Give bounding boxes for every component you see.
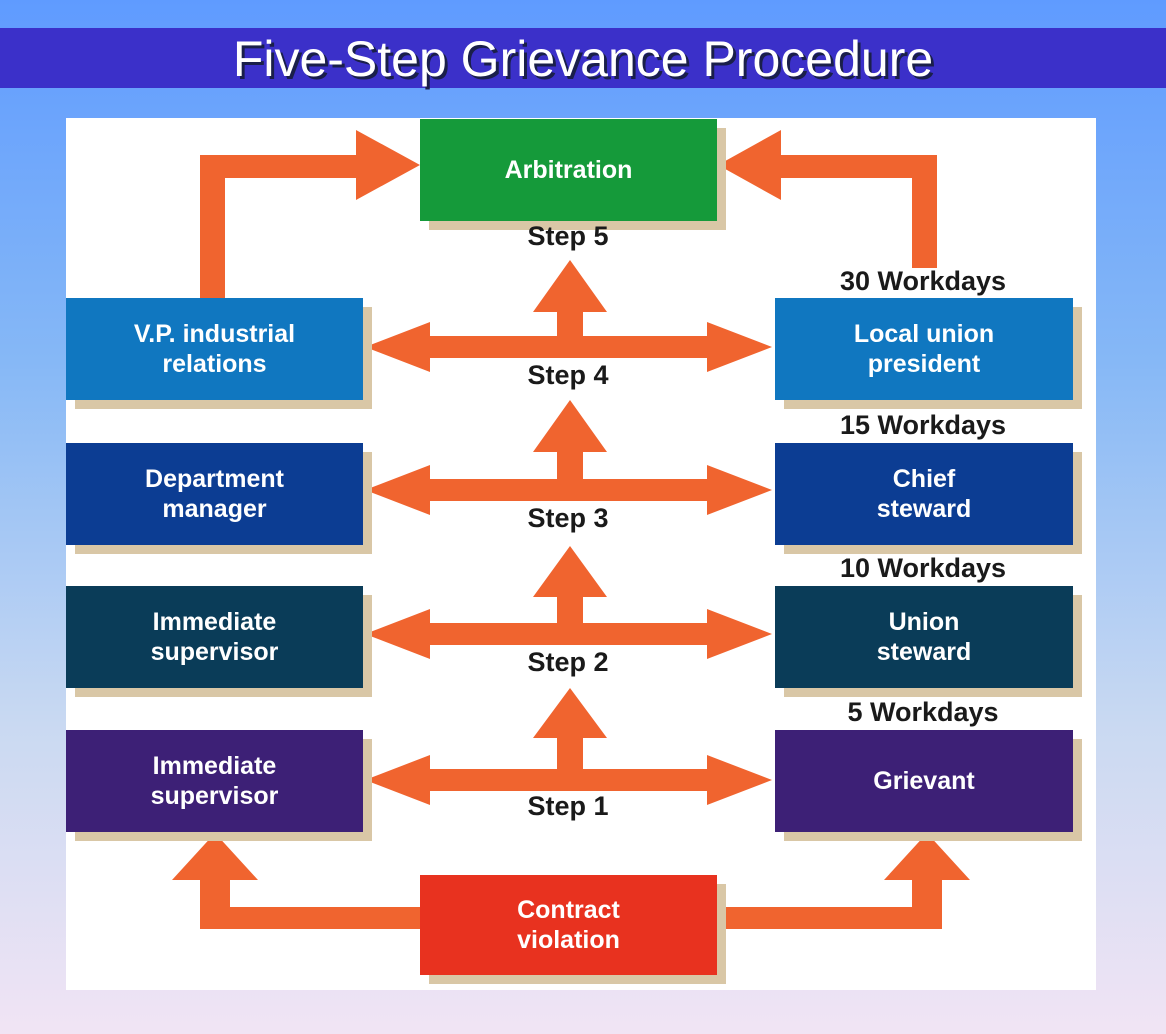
step1-double-arrow — [365, 755, 772, 805]
arbitration-box: Arbitration — [420, 119, 717, 221]
contract-violation-box: Contract violation — [420, 875, 717, 975]
contract-to-grievant-arrow — [718, 833, 970, 929]
workdays-15-label: 15 Workdays — [839, 410, 1007, 440]
union-steward-box: Union steward — [775, 586, 1073, 688]
president-to-arbitration-arrow — [718, 130, 937, 268]
up-arrow-step2-to-step3 — [533, 546, 607, 623]
department-manager-box: Department manager — [66, 443, 363, 545]
immediate-supervisor-step1-box: Immediate supervisor — [66, 730, 363, 832]
step2-double-arrow — [365, 609, 772, 659]
up-arrow-step4-to-step5 — [533, 260, 607, 336]
step-3-label: Step 3 — [527, 503, 609, 533]
workdays-10-label: 10 Workdays — [839, 553, 1007, 583]
chief-steward-box: Chief steward — [775, 443, 1073, 545]
page-title: Five-Step Grievance Procedure — [232, 31, 934, 87]
step3-double-arrow — [365, 465, 772, 515]
step-2-label: Step 2 — [527, 647, 609, 677]
step-5-label: Step 5 — [527, 221, 609, 251]
immediate-supervisor-step2-box: Immediate supervisor — [66, 586, 363, 688]
vp-to-arbitration-arrow — [200, 130, 420, 298]
grievant-box: Grievant — [775, 730, 1073, 832]
step-4-label: Step 4 — [527, 360, 609, 390]
workdays-30-label: 30 Workdays — [839, 266, 1007, 296]
title-band — [0, 28, 1166, 88]
up-arrow-step1-to-step2 — [533, 688, 607, 769]
step-1-label: Step 1 — [527, 791, 609, 821]
contract-to-supervisor-arrow — [172, 833, 420, 929]
step4-double-arrow — [365, 322, 772, 372]
local-union-president-box: Local union president — [775, 298, 1073, 400]
vp-industrial-relations-box: V.P. industrial relations — [66, 298, 363, 400]
workdays-5-label: 5 Workdays — [847, 697, 999, 727]
up-arrow-step3-to-step4 — [533, 400, 607, 479]
